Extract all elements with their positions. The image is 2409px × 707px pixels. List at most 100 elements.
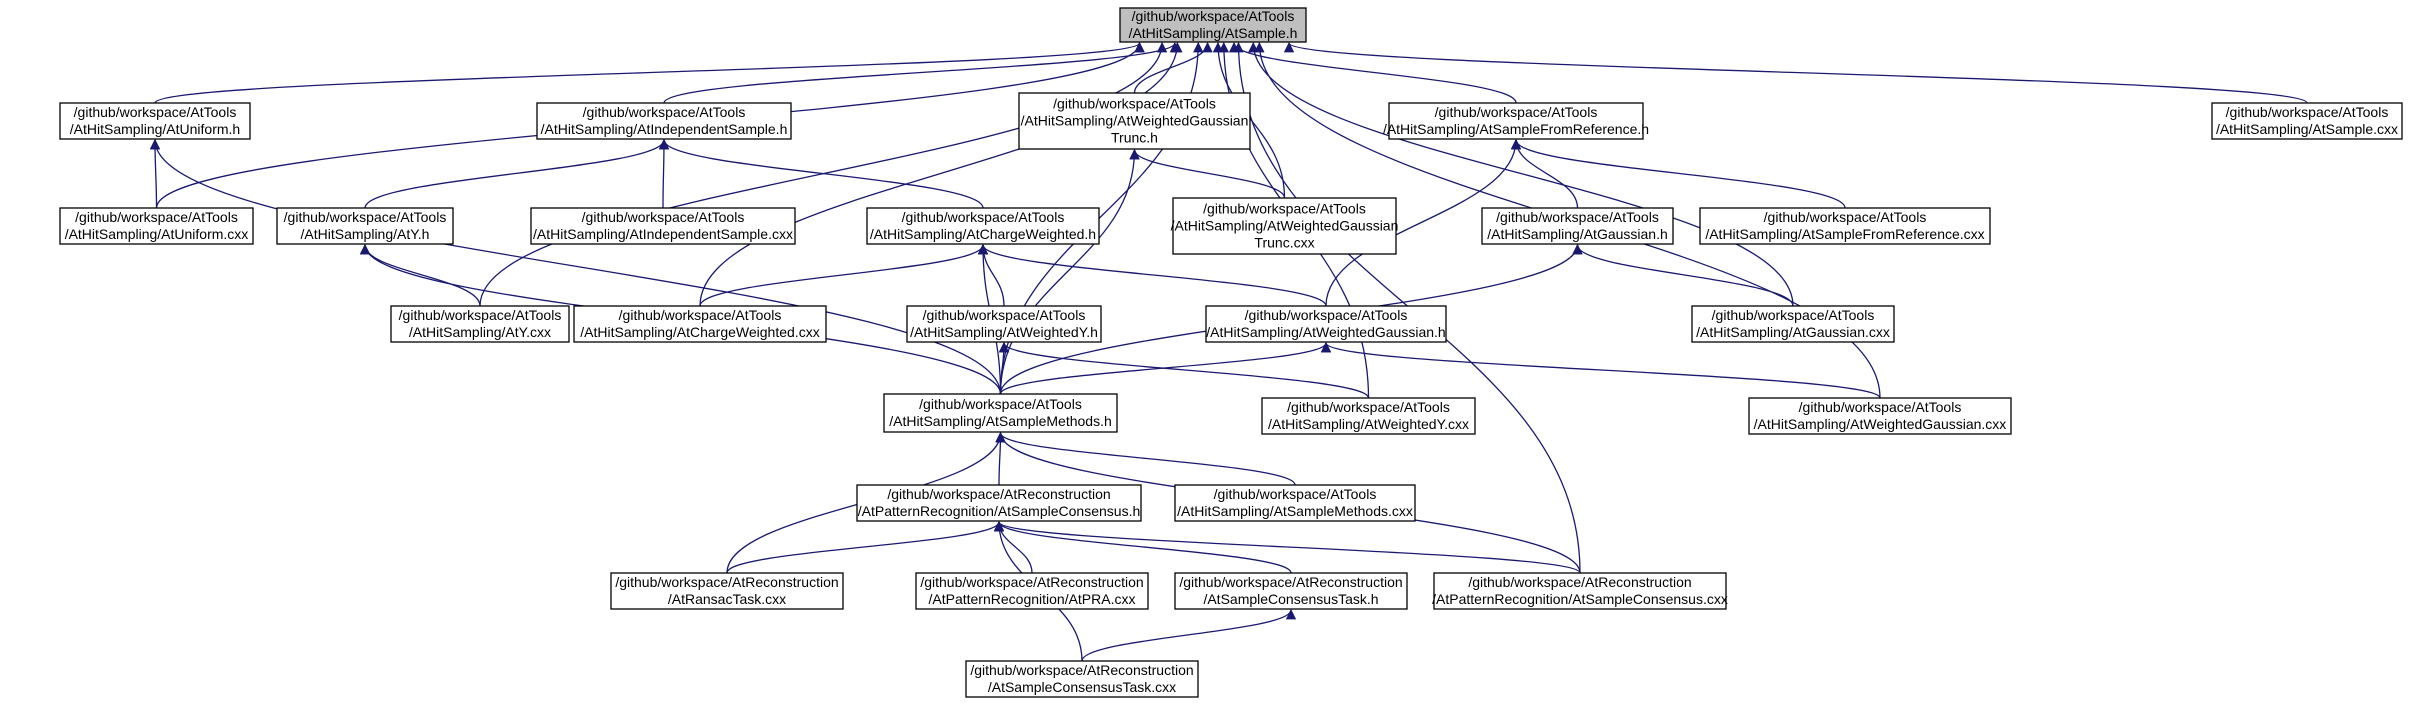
edge-uniform_h-to-sample_h — [154, 41, 1145, 104]
node-y-h[interactable]: /github/workspace/AtTools/AtHitSampling/… — [276, 207, 454, 245]
node-label-line: /github/workspace/AtTools — [74, 104, 237, 120]
node-box — [915, 572, 1149, 610]
node-label-line: /AtSampleConsensusTask.cxx — [988, 679, 1176, 695]
node-box — [2211, 102, 2403, 140]
node-label-line: /github/workspace/AtReconstruction — [1179, 574, 1402, 590]
node-ransac-cxx[interactable]: /github/workspace/AtReconstruction/AtRan… — [610, 572, 844, 610]
node-label-line: /github/workspace/AtTools — [1245, 307, 1408, 323]
node-box — [530, 207, 796, 245]
node-label-line: /github/workspace/AtTools — [1287, 399, 1450, 415]
node-label-line: /github/workspace/AtTools — [919, 396, 1082, 412]
node-label-line: /github/workspace/AtReconstruction — [970, 662, 1193, 678]
node-label-line: /github/workspace/AtTools — [75, 209, 238, 225]
node-box — [276, 207, 454, 245]
node-box — [59, 207, 254, 245]
node-label-line: /AtHitSampling/AtWeightedY.h — [910, 324, 1098, 340]
node-sct-cxx[interactable]: /github/workspace/AtReconstruction/AtSam… — [965, 660, 1199, 698]
node-sct-h[interactable]: /github/workspace/AtReconstruction/AtSam… — [1174, 572, 1408, 610]
node-label-line: /github/workspace/AtReconstruction — [887, 486, 1110, 502]
node-sfr-cxx[interactable]: /github/workspace/AtTools/AtHitSampling/… — [1699, 207, 1991, 245]
node-cw-h[interactable]: /github/workspace/AtTools/AtHitSampling/… — [866, 207, 1100, 245]
node-indep-cxx[interactable]: /github/workspace/AtTools/AtHitSampling/… — [530, 207, 796, 245]
node-label-line: /AtHitSampling/AtChargeWeighted.h — [870, 226, 1096, 242]
node-sc-cxx[interactable]: /github/workspace/AtReconstruction/AtPat… — [1432, 572, 1728, 610]
nodes: /github/workspace/AtTools/AtHitSampling/… — [59, 7, 2403, 698]
node-cw-cxx[interactable]: /github/workspace/AtTools/AtHitSampling/… — [573, 305, 827, 343]
node-box — [1388, 102, 1644, 140]
node-wy-h[interactable]: /github/workspace/AtTools/AtHitSampling/… — [906, 305, 1102, 343]
node-label-line: /AtHitSampling/AtGaussian.h — [1487, 226, 1668, 242]
node-label-line: /github/workspace/AtReconstruction — [615, 574, 838, 590]
node-label-line: /AtHitSampling/AtChargeWeighted.cxx — [580, 324, 819, 340]
edge-gauss_h-to-sfr_h — [1510, 138, 1579, 209]
node-label-line: /AtHitSampling/AtUniform.h — [70, 121, 240, 137]
node-box — [1481, 207, 1674, 245]
node-label-line: /github/workspace/AtTools — [1214, 486, 1377, 502]
node-label-line: /AtRansacTask.cxx — [668, 591, 786, 607]
node-gauss-h[interactable]: /github/workspace/AtTools/AtHitSampling/… — [1481, 207, 1674, 245]
node-box — [573, 305, 827, 343]
node-gauss-cxx[interactable]: /github/workspace/AtTools/AtHitSampling/… — [1691, 305, 1895, 343]
edge-sct_cxx-to-sct_h — [1081, 608, 1297, 662]
node-label-line: /AtHitSampling/AtSampleFromReference.h — [1383, 121, 1649, 137]
node-sfr-h[interactable]: /github/workspace/AtTools/AtHitSampling/… — [1383, 102, 1649, 140]
node-label-line: /AtHitSampling/AtIndependentSample.cxx — [533, 226, 793, 242]
node-label-line: /AtHitSampling/AtWeightedGaussian — [1021, 113, 1249, 129]
node-box — [883, 393, 1118, 433]
node-label-line: /AtHitSampling/AtSampleFromReference.cxx — [1705, 226, 1984, 242]
node-indep-h[interactable]: /github/workspace/AtTools/AtHitSampling/… — [536, 102, 792, 140]
node-label-line: /AtHitSampling/AtWeightedGaussian.h — [1206, 324, 1445, 340]
edge-sfr_cxx-to-sfr_h — [1510, 138, 1846, 209]
node-box — [1205, 305, 1447, 343]
node-label-line: /AtHitSampling/AtWeightedGaussian — [1171, 218, 1399, 234]
node-y-cxx[interactable]: /github/workspace/AtTools/AtHitSampling/… — [390, 305, 570, 343]
node-sm-h[interactable]: /github/workspace/AtTools/AtHitSampling/… — [883, 393, 1118, 433]
edge-sc_cxx-to-sc_h — [994, 520, 1581, 574]
node-label-line: /github/workspace/AtTools — [2226, 104, 2389, 120]
node-label-line: /github/workspace/AtTools — [902, 209, 1065, 225]
node-label-line: /github/workspace/AtTools — [1799, 399, 1962, 415]
edge-y_cxx-to-sample_h — [479, 41, 1168, 307]
edge-cw_h-to-indep_h — [658, 138, 984, 209]
edge-sm_h-to-wgt_h — [999, 148, 1140, 395]
node-label-line: /github/workspace/AtTools — [923, 307, 1086, 323]
node-label-line: /github/workspace/AtTools — [1496, 209, 1659, 225]
node-label-line: /github/workspace/AtTools — [1132, 8, 1295, 24]
node-label-line: /github/workspace/AtTools — [1764, 209, 1927, 225]
node-box — [1261, 397, 1476, 435]
node-label-line: /github/workspace/AtTools — [399, 307, 562, 323]
node-box — [1433, 572, 1727, 610]
node-label-line: /github/workspace/AtTools — [1712, 307, 1875, 323]
edge-sm_h-to-uniform_h — [149, 138, 1002, 395]
node-label-line: /AtHitSampling/AtIndependentSample.h — [541, 121, 788, 137]
node-label-line: /github/workspace/AtReconstruction — [920, 574, 1143, 590]
node-wgt-h[interactable]: /github/workspace/AtTools/AtHitSampling/… — [1018, 92, 1251, 150]
node-sm-cxx[interactable]: /github/workspace/AtTools/AtHitSampling/… — [1174, 484, 1416, 522]
node-wg-cxx[interactable]: /github/workspace/AtTools/AtHitSampling/… — [1748, 397, 2012, 435]
node-label-line: /AtHitSampling/AtSampleMethods.cxx — [1177, 503, 1413, 519]
node-box — [1699, 207, 1991, 245]
node-label-line: /AtHitSampling/AtY.h — [301, 226, 430, 242]
node-wg-h[interactable]: /github/workspace/AtTools/AtHitSampling/… — [1205, 305, 1447, 343]
edge-sample_cxx-to-sample_h — [1284, 41, 2308, 104]
node-label-line: /AtPatternRecognition/AtPRA.cxx — [929, 591, 1136, 607]
node-sample-cxx[interactable]: /github/workspace/AtTools/AtHitSampling/… — [2211, 102, 2403, 140]
node-uniform-h[interactable]: /github/workspace/AtTools/AtHitSampling/… — [59, 102, 251, 140]
node-label-line: /AtHitSampling/AtWeightedGaussian.cxx — [1754, 416, 2007, 432]
node-sample-h[interactable]: /github/workspace/AtTools/AtHitSampling/… — [1119, 7, 1307, 43]
node-sc-h[interactable]: /github/workspace/AtReconstruction/AtPat… — [856, 484, 1142, 522]
node-box — [1748, 397, 2012, 435]
edge-sfr_h-to-sample_h — [1228, 41, 1517, 104]
node-label-line: Trunc.h — [1111, 130, 1158, 146]
edge-indep_h-to-sample_h — [663, 41, 1180, 104]
node-pra-cxx[interactable]: /github/workspace/AtReconstruction/AtPat… — [915, 572, 1149, 610]
node-wgt-cxx[interactable]: /github/workspace/AtTools/AtHitSampling/… — [1171, 197, 1399, 255]
node-uniform-cxx[interactable]: /github/workspace/AtTools/AtHitSampling/… — [59, 207, 254, 245]
edge-sct_h-to-sc_h — [993, 520, 1292, 574]
node-label-line: /AtPatternRecognition/AtSampleConsensus.… — [858, 503, 1141, 519]
node-box — [1174, 572, 1408, 610]
node-box — [536, 102, 792, 140]
node-label-line: /AtHitSampling/AtSampleMethods.h — [889, 413, 1112, 429]
node-wy-cxx[interactable]: /github/workspace/AtTools/AtHitSampling/… — [1261, 397, 1476, 435]
